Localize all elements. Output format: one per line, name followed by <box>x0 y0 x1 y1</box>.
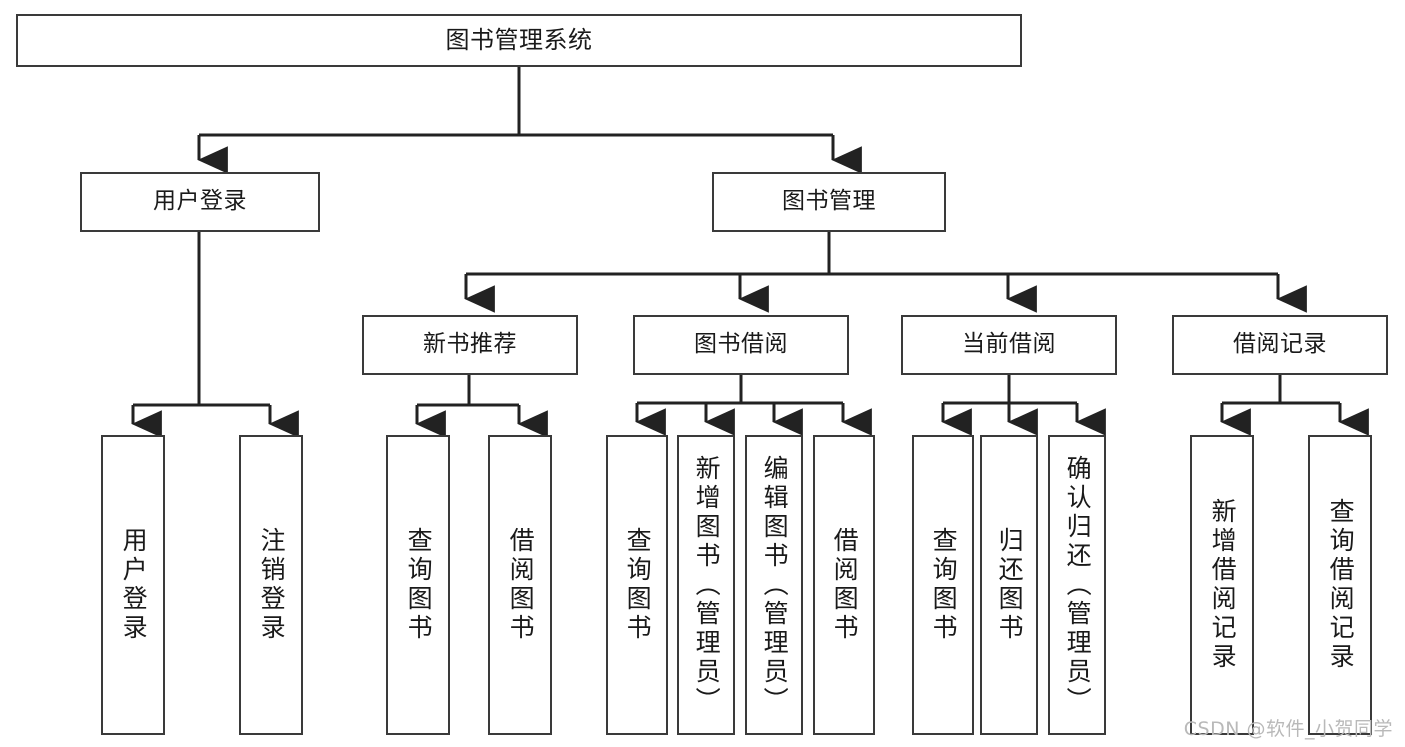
node-book-borrow[interactable]: 图书借阅 <box>633 315 849 375</box>
node-label: 借阅图书 <box>830 527 860 643</box>
node-leaf-add-book-admin[interactable]: 新增图书（管理员） <box>677 435 735 735</box>
node-label: 用户登录 <box>153 188 247 215</box>
watermark-text: CSDN @软件_小贺同学 <box>1183 718 1393 740</box>
node-label: 借阅图书 <box>506 527 536 643</box>
node-label: 图书管理 <box>782 188 876 215</box>
node-leaf-query-book-current[interactable]: 查询图书 <box>912 435 974 735</box>
node-label: 查询图书 <box>929 527 959 643</box>
node-label: 查询图书 <box>623 527 653 643</box>
node-label: 归还图书 <box>995 527 1025 643</box>
node-leaf-add-borrow-record[interactable]: 新增借阅记录 <box>1190 435 1254 735</box>
node-label: 用户登录 <box>119 527 149 643</box>
node-label: 借阅记录 <box>1233 331 1327 358</box>
node-root-book-management-system[interactable]: 图书管理系统 <box>16 14 1022 67</box>
node-label: 确认归还（管理员） <box>1063 454 1093 716</box>
node-leaf-borrow-book[interactable]: 借阅图书 <box>813 435 875 735</box>
node-current-borrow[interactable]: 当前借阅 <box>901 315 1117 375</box>
node-leaf-confirm-return-admin[interactable]: 确认归还（管理员） <box>1048 435 1106 735</box>
node-label: 注销登录 <box>257 527 287 643</box>
node-label: 新书推荐 <box>423 331 517 358</box>
node-label: 新增图书（管理员） <box>692 454 722 716</box>
node-leaf-return-book[interactable]: 归还图书 <box>980 435 1038 735</box>
node-book-management[interactable]: 图书管理 <box>712 172 946 232</box>
node-leaf-edit-book-admin[interactable]: 编辑图书（管理员） <box>745 435 803 735</box>
node-new-book-recommend[interactable]: 新书推荐 <box>362 315 578 375</box>
node-leaf-user-login[interactable]: 用户登录 <box>101 435 165 735</box>
node-leaf-query-book-borrow[interactable]: 查询图书 <box>606 435 668 735</box>
node-leaf-query-book-recommend[interactable]: 查询图书 <box>386 435 450 735</box>
node-leaf-logout-login[interactable]: 注销登录 <box>239 435 303 735</box>
node-leaf-query-borrow-record[interactable]: 查询借阅记录 <box>1308 435 1372 735</box>
node-borrow-record[interactable]: 借阅记录 <box>1172 315 1388 375</box>
node-user-login[interactable]: 用户登录 <box>80 172 320 232</box>
node-label: 图书借阅 <box>694 331 788 358</box>
node-label: 当前借阅 <box>962 331 1056 358</box>
node-label: 查询图书 <box>404 527 434 643</box>
node-label: 新增借阅记录 <box>1208 498 1238 672</box>
node-label: 图书管理系统 <box>445 26 593 55</box>
node-label: 查询借阅记录 <box>1326 498 1356 672</box>
node-leaf-borrow-book-recommend[interactable]: 借阅图书 <box>488 435 552 735</box>
node-label: 编辑图书（管理员） <box>760 454 790 716</box>
